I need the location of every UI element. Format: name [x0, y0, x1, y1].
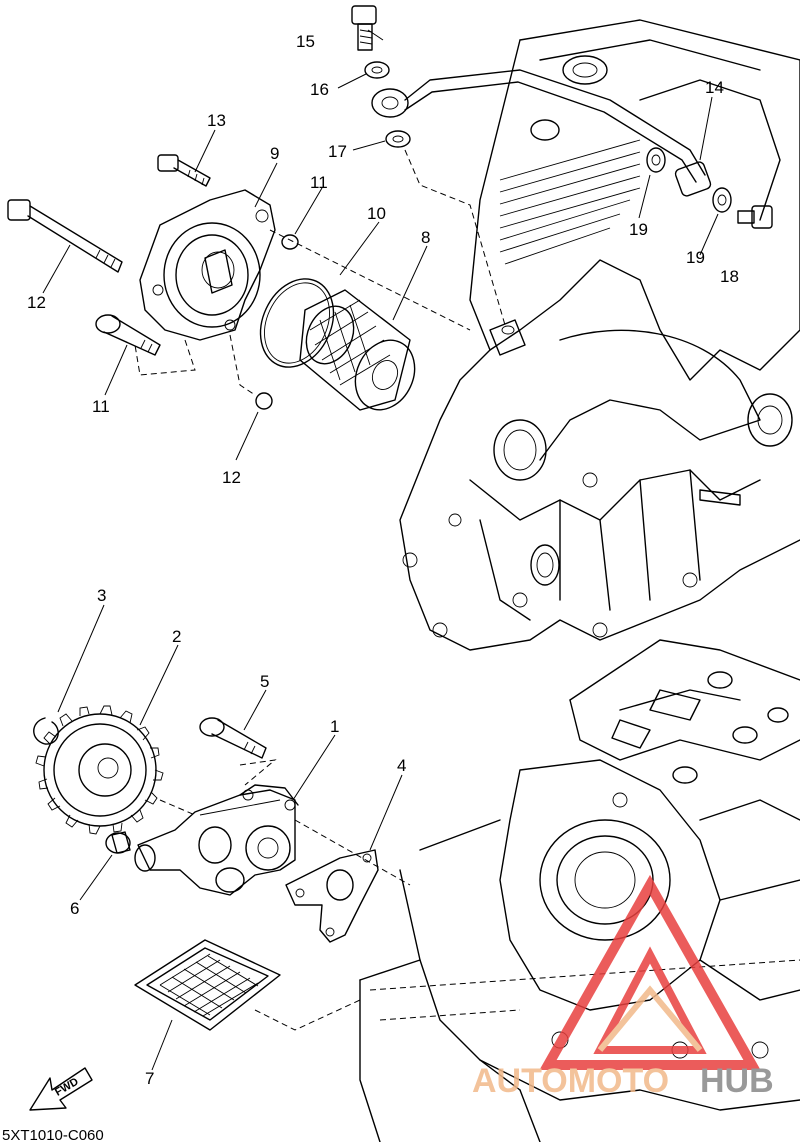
o-rings-12: [255, 234, 299, 410]
callout-8: 8: [421, 228, 430, 247]
gasket-4: [285, 849, 379, 943]
oil-delivery-pipe: [371, 69, 712, 197]
callout-16: 15: [296, 32, 315, 51]
triangle-logo-icon: [539, 874, 761, 1070]
callout-6: 6: [70, 899, 79, 918]
dowel-pin-6: [105, 831, 131, 854]
bolt-5: [199, 717, 267, 759]
fwd-arrow-icon: FWD: [29, 1067, 93, 1111]
oil-strainer-7: [134, 939, 281, 1031]
callout-7: 7: [145, 1069, 154, 1088]
callout-2: 2: [172, 627, 181, 646]
callout-11: 11: [92, 397, 110, 416]
assembly-line-7: [254, 999, 361, 1031]
assembly-line-pump: [294, 819, 411, 886]
callout-19-left: 19: [629, 220, 648, 239]
cooling-fins: [499, 139, 641, 265]
callout-13: 12: [27, 293, 46, 312]
circlip-3: [33, 717, 59, 745]
bolt-11: [95, 314, 161, 356]
callout-19-right: 19: [686, 248, 705, 267]
callouts: 15 16 17 14 13 9 11 10 8 12 11 12 19 19 …: [27, 32, 739, 1088]
callout-18: 18: [720, 267, 739, 286]
watermark-logo: AUTOMOTO HUB: [472, 874, 774, 1100]
callout-9: 9: [270, 144, 279, 163]
watermark-brand-part1: AUTOMOTO: [472, 1062, 669, 1100]
bolt-13: [7, 199, 123, 273]
union-bolt-16: [351, 5, 377, 51]
callout-10: 10: [367, 204, 386, 223]
assembly-line-11: [134, 339, 196, 376]
watermark-brand-part2: HUB: [700, 1062, 774, 1100]
callout-17-bottom: 17: [328, 142, 347, 161]
assembly-line-5: [239, 759, 277, 786]
callout-12-bottom: 12: [222, 468, 241, 487]
crankcase-upper: [399, 19, 800, 651]
assembly-line-filter: [269, 229, 471, 331]
bolt-14: [157, 154, 211, 187]
assembly-line-gear: [159, 799, 196, 816]
callout-14: 13: [207, 111, 226, 130]
callout-1: 1: [330, 717, 339, 736]
union-bolt-18: [737, 205, 773, 229]
oil-filter-cover: [139, 189, 276, 341]
callout-4: 4: [397, 756, 406, 775]
assembly-line-17: [404, 149, 506, 326]
crankcase-lower: [359, 639, 800, 1142]
copper-washers: [364, 61, 732, 213]
callout-3: 3: [97, 586, 106, 605]
callout-12-top: 11: [310, 173, 328, 192]
callout-17-top: 16: [310, 80, 329, 99]
callout-5: 5: [260, 672, 269, 691]
pump-drive-gear-2: [35, 705, 164, 835]
leader-lines: [42, 29, 719, 1071]
oil-pump-assembly-1: [134, 784, 299, 896]
oil-filter-element-8: [299, 289, 416, 411]
callout-15: 14: [705, 78, 724, 97]
assembly-line-12: [229, 334, 256, 396]
drawing-code: 5XT1010-C060: [2, 1127, 104, 1142]
